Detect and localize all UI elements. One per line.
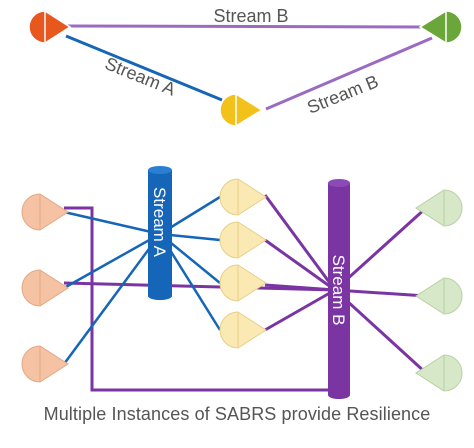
stream-b-diagonal-label: Stream B <box>304 71 381 118</box>
node-cream-3 <box>219 264 267 302</box>
right-nodes <box>415 189 463 392</box>
node-mint-1 <box>415 189 463 227</box>
caption: Multiple Instances of SABRS provide Resi… <box>43 404 431 424</box>
top-diagram: Stream B Stream A Stream B <box>28 6 463 127</box>
stream-b-links <box>63 194 428 392</box>
stream-b-top-label: Stream B <box>213 6 288 26</box>
stream-a-pillar-label: Stream A <box>150 187 169 258</box>
node-cream-1 <box>219 178 267 216</box>
middle-nodes <box>219 178 267 349</box>
stream-b-top-connection <box>67 24 431 29</box>
stream-b-pillar: Stream B <box>328 179 350 399</box>
stream-b-diagonal-connection <box>265 36 433 111</box>
node-green <box>418 10 463 44</box>
node-orange <box>28 10 72 44</box>
node-cream-4 <box>219 311 267 349</box>
node-cream-2 <box>219 221 267 259</box>
node-mint-2 <box>415 277 463 315</box>
node-peach-3 <box>21 345 69 383</box>
bottom-diagram: Stream A Stream B <box>21 166 463 399</box>
stream-b-pillar-label: Stream B <box>329 255 348 326</box>
node-yellow <box>219 93 264 127</box>
node-peach-2 <box>21 269 69 307</box>
stream-a-label: Stream A <box>102 53 178 99</box>
node-peach-1 <box>21 193 69 231</box>
stream-a-connection <box>65 34 223 102</box>
left-nodes <box>21 193 69 383</box>
node-mint-3 <box>415 354 463 392</box>
stream-a-links <box>62 195 222 365</box>
stream-a-pillar: Stream A <box>148 166 172 300</box>
